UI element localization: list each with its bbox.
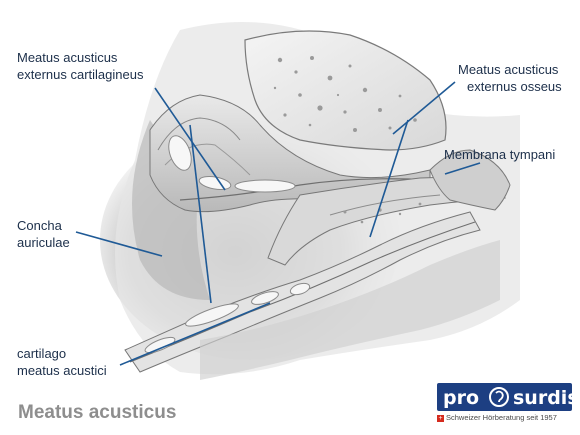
leader-line-cartilagineus-2 [189,124,212,304]
label-line-2: externus cartilagineus [17,67,144,82]
svg-text:pro: pro [443,387,479,409]
label-membrana-tympani: Membrana tympani [444,146,555,163]
leader-line-cartilago [119,302,271,366]
diagram-title: Meatus acusticus [18,402,177,423]
leader-line-cartilagineus-1 [154,87,226,191]
ear-icon [489,387,509,407]
label-line-2: externus osseus [467,79,562,94]
logo-tagline-text: Schweizer Hörberatung seit 1957 [446,413,557,422]
label-line-1: Membrana tympani [444,147,556,162]
label-line-1: Concha [17,218,62,233]
lower-canal-wall [124,211,500,380]
label-meatus-osseus: Meatus acusticus externus osseus [458,61,562,95]
leader-line-osseus-2 [369,119,409,238]
label-line-1: Meatus acusticus [458,62,559,77]
label-line-1: cartilago [17,346,67,361]
leader-lines [75,81,481,366]
label-meatus-cartilagineus: Meatus acusticus externus cartilagineus [17,49,143,83]
bony-canal-wall [267,176,506,266]
leader-line-tympani [444,162,481,175]
label-cartilago-meatus: cartilago meatus acustici [17,345,107,379]
label-line-1: Meatus acusticus [17,50,118,65]
logo-box: pro surdis [437,383,579,411]
prosurdis-logo: pro surdis +Schweizer Hörberatung seit 1… [437,383,579,425]
label-line-2: auriculae [17,235,70,250]
label-line-2: meatus acustici [17,363,107,378]
logo-tagline: +Schweizer Hörberatung seit 1957 [437,413,572,423]
swiss-flag-icon: + [437,414,444,422]
tympanic-membrane [429,149,511,211]
leader-line-concha [75,231,163,257]
leader-line-osseus-1 [392,81,456,135]
label-concha-auriculae: Concha auriculae [17,217,70,251]
logo-wordmark-graphic: pro surdis [443,387,579,409]
svg-text:surdis: surdis [513,387,572,409]
temporal-bone-upper [244,30,447,151]
